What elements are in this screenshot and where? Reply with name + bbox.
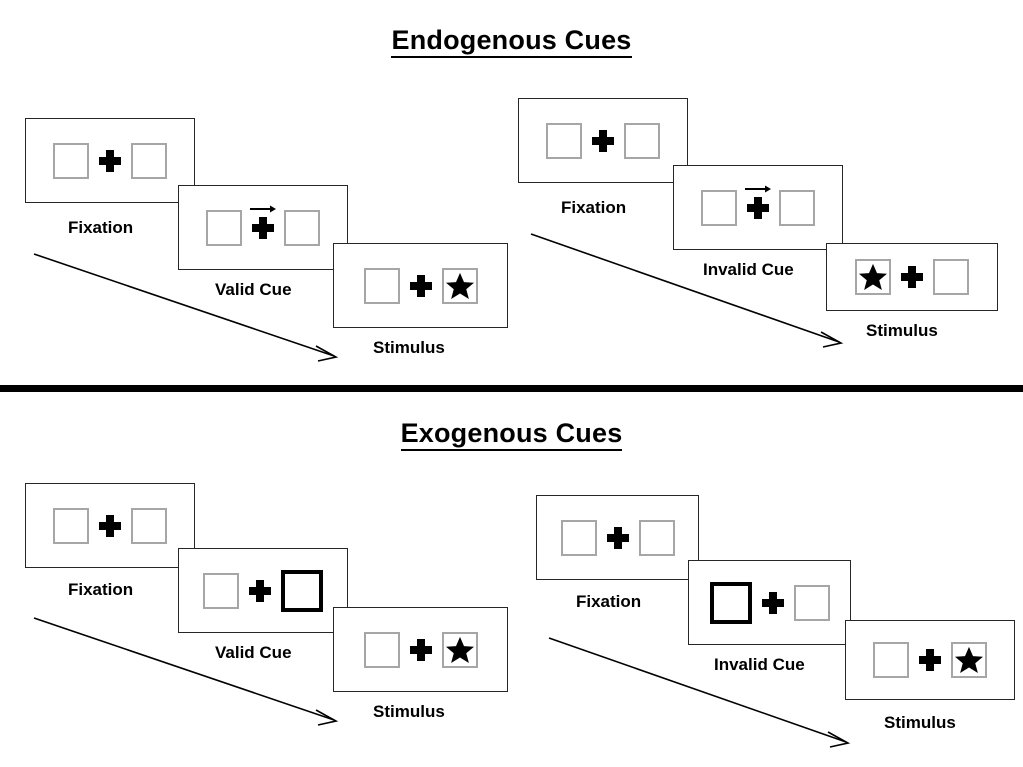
fixation-cross-wrap <box>752 582 794 624</box>
panel-content <box>363 265 478 307</box>
fixation-cross-icon <box>249 579 271 602</box>
box-right <box>951 642 987 678</box>
box-right <box>638 519 675 556</box>
box-left <box>560 519 597 556</box>
arrow-right-cue-icon <box>250 205 276 212</box>
box-left <box>203 572 239 609</box>
box-left <box>53 142 89 179</box>
fixation-cross-wrap <box>909 639 951 681</box>
time-arrow-endogenous-valid <box>33 253 339 362</box>
panel-exogenous-invalid-stimulus[interactable] <box>845 620 1015 700</box>
panel-endogenous-invalid-stimulus[interactable] <box>826 243 998 311</box>
fixation-cross-wrap <box>400 629 442 671</box>
caption-endogenous-invalid-stimulus: Stimulus <box>866 321 938 340</box>
fixation-cross-wrap <box>737 185 779 229</box>
box-left <box>855 259 891 295</box>
panel-content <box>206 205 320 249</box>
box-left <box>363 631 400 668</box>
panel-content <box>709 581 830 624</box>
fixation-cross-wrap <box>582 120 624 162</box>
star-stimulus-icon <box>445 272 474 299</box>
fixation-cross-icon <box>409 274 432 297</box>
time-arrow-endogenous-invalid <box>530 233 844 348</box>
panel-endogenous-valid-cue[interactable] <box>178 185 348 270</box>
panel-exogenous-valid-cue[interactable] <box>178 548 348 633</box>
caption-exogenous-invalid-cue: Invalid Cue <box>714 655 805 674</box>
panel-endogenous-valid-fixation[interactable] <box>25 118 195 203</box>
star-stimulus-icon <box>859 263 887 290</box>
caption-endogenous-invalid-cue: Invalid Cue <box>703 260 794 279</box>
box-right <box>624 122 660 159</box>
caption-endogenous-valid-fixation: Fixation <box>68 218 134 237</box>
box-left <box>873 642 909 678</box>
star-stimulus-icon <box>955 646 983 673</box>
fixation-cross-icon <box>606 526 629 549</box>
fixation-cross-icon <box>592 129 614 152</box>
box-left-cued <box>709 581 752 624</box>
box-right <box>933 259 969 295</box>
panel-endogenous-valid-stimulus[interactable] <box>333 243 508 328</box>
panel-content <box>560 517 675 559</box>
fixation-cross-icon <box>99 514 121 537</box>
section-title-exogenous: Exogenous Cues <box>0 418 1023 451</box>
box-left <box>546 122 582 159</box>
caption-endogenous-valid-cue: Valid Cue <box>215 280 292 299</box>
panel-content <box>53 505 167 547</box>
fixation-cross-icon <box>901 266 923 288</box>
panel-content <box>53 140 167 182</box>
panel-exogenous-invalid-cue[interactable] <box>688 560 851 645</box>
caption-exogenous-valid-cue: Valid Cue <box>215 643 292 662</box>
box-right <box>793 584 830 621</box>
fixation-cross-wrap <box>89 140 131 182</box>
section-title-exogenous-text: Exogenous Cues <box>400 418 623 451</box>
caption-exogenous-valid-fixation: Fixation <box>68 580 134 599</box>
section-title-endogenous: Endogenous Cues <box>0 25 1023 58</box>
fixation-cross-wrap <box>89 505 131 547</box>
box-right <box>441 631 478 668</box>
box-left <box>701 189 737 226</box>
box-right <box>779 189 815 226</box>
fixation-cross-wrap <box>242 205 284 249</box>
fixation-cross-icon <box>761 591 784 614</box>
box-left <box>206 209 242 246</box>
box-right <box>441 267 478 304</box>
panel-endogenous-invalid-fixation[interactable] <box>518 98 688 183</box>
box-right <box>131 142 167 179</box>
fixation-cross-icon <box>252 216 274 239</box>
box-left <box>53 507 89 544</box>
caption-endogenous-valid-stimulus: Stimulus <box>373 338 445 357</box>
panel-content <box>873 639 987 681</box>
panel-content <box>203 569 323 612</box>
panel-endogenous-invalid-cue[interactable] <box>673 165 843 250</box>
arrow-right-cue-icon <box>745 185 771 192</box>
fixation-cross-wrap <box>891 256 933 298</box>
section-divider <box>0 385 1023 392</box>
box-right <box>284 209 320 246</box>
fixation-cross-icon <box>747 196 769 219</box>
fixation-cross-wrap <box>239 570 281 612</box>
fixation-cross-icon <box>409 638 432 661</box>
star-stimulus-icon <box>445 636 474 663</box>
section-title-endogenous-text: Endogenous Cues <box>391 25 632 58</box>
fixation-cross-wrap <box>400 265 442 307</box>
panel-content <box>701 185 815 229</box>
fixation-cross-wrap <box>597 517 639 559</box>
panel-exogenous-invalid-fixation[interactable] <box>536 495 699 580</box>
box-right-cued <box>281 569 323 612</box>
caption-endogenous-invalid-fixation: Fixation <box>561 198 627 217</box>
fixation-cross-icon <box>919 649 941 671</box>
panel-content <box>855 256 969 298</box>
box-left <box>363 267 400 304</box>
caption-exogenous-valid-stimulus: Stimulus <box>373 702 445 721</box>
caption-exogenous-invalid-stimulus: Stimulus <box>884 713 956 732</box>
caption-exogenous-invalid-fixation: Fixation <box>576 592 642 611</box>
time-arrow-exogenous-invalid <box>548 637 851 748</box>
time-arrow-exogenous-valid <box>33 617 339 726</box>
panel-exogenous-valid-fixation[interactable] <box>25 483 195 568</box>
panel-content <box>363 629 478 671</box>
panel-content <box>546 120 660 162</box>
box-right <box>131 507 167 544</box>
fixation-cross-icon <box>99 149 121 172</box>
panel-exogenous-valid-stimulus[interactable] <box>333 607 508 692</box>
